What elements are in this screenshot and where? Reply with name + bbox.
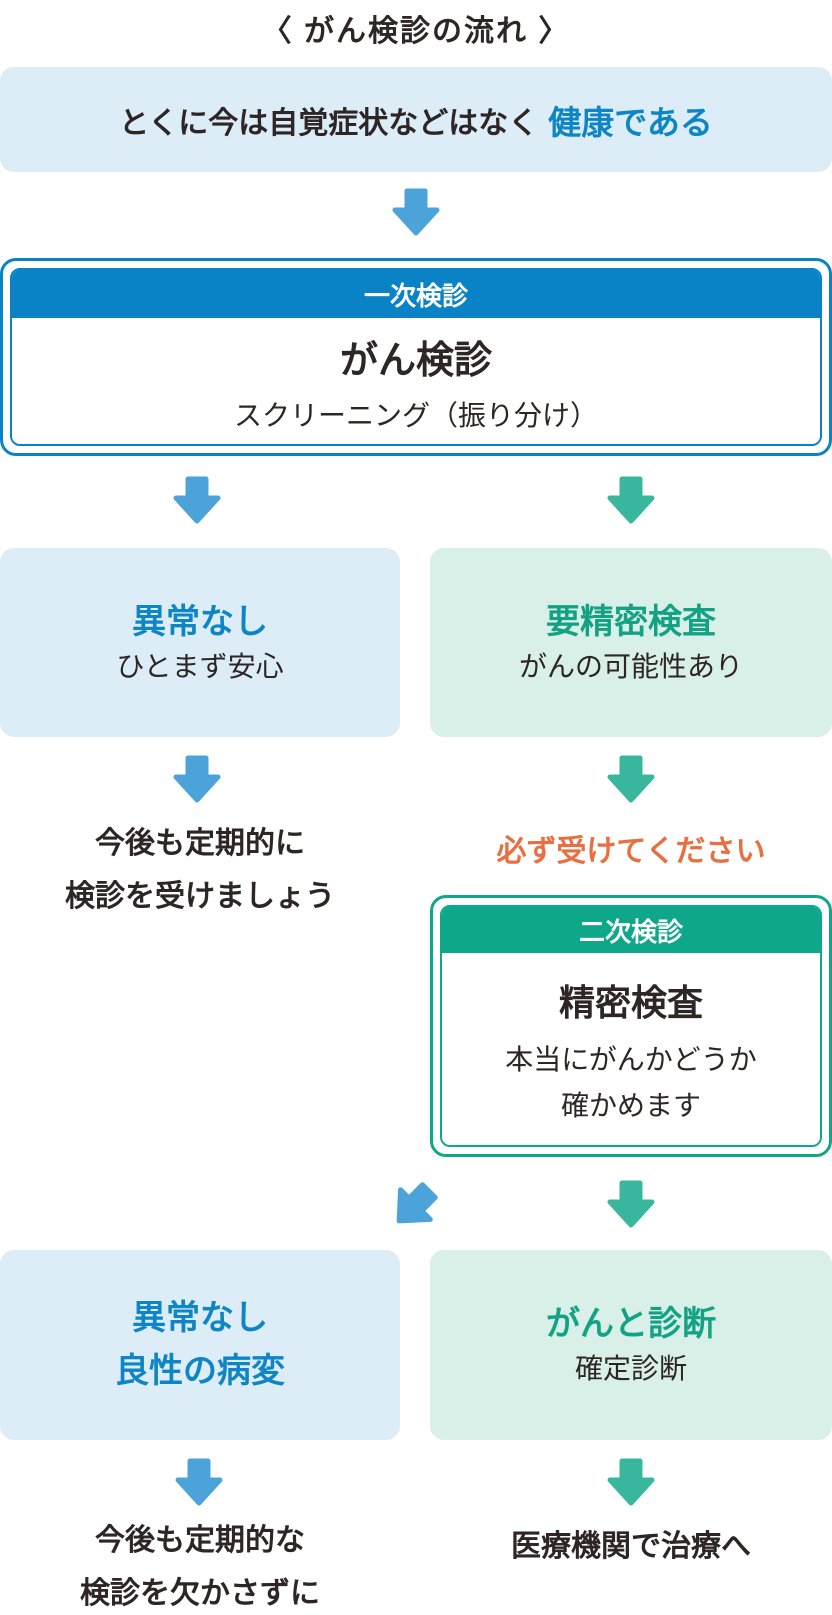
- note-keep-screening-line1: 今後も定期的な: [95, 1524, 305, 1557]
- down-arrow-icon: [605, 1180, 657, 1228]
- note-periodic-line1: 今後も定期的に: [95, 827, 305, 860]
- page-title: 〈 がん検診の流れ 〉: [261, 15, 571, 48]
- result-detailed-exam-box: 要精密検査 がんの可能性あり: [430, 548, 832, 737]
- note-keep-screening-line2: 検診を欠かさずに: [80, 1576, 320, 1610]
- down-arrow-icon: [605, 1458, 657, 1506]
- result-benign-title: 異常なし 良性の病変: [115, 1292, 285, 1397]
- note-periodic-screening: 今後も定期的に 検診を受けましょう: [0, 818, 400, 923]
- secondary-exam-inner: 二次検診 精密検査 本当にがんかどうか 確かめます: [440, 905, 822, 1147]
- note-periodic-line2: 検診を受けましょう: [65, 879, 335, 913]
- primary-exam-subtitle: スクリーニング（振り分け）: [233, 399, 598, 431]
- intro-box: とくに今は自覚症状などはなく 健康である: [0, 67, 832, 172]
- secondary-exam-subtitle-line1: 本当にがんかどうか: [505, 1044, 757, 1075]
- result-detailed-exam-subtitle: がんの可能性あり: [518, 650, 743, 682]
- result-no-abnormality-box: 異常なし ひとまず安心: [0, 548, 400, 737]
- down-arrow-icon: [171, 476, 223, 524]
- note-keep-screening: 今後も定期的な 検診を欠かさずに: [0, 1515, 400, 1615]
- down-arrow-icon: [605, 755, 657, 803]
- intro-text: とくに今は自覚症状などはなく: [119, 106, 539, 140]
- down-arrow-icon: [171, 755, 223, 803]
- warning-text: 必ず受けてください: [496, 835, 766, 868]
- result-benign-box: 異常なし 良性の病変: [0, 1250, 400, 1440]
- secondary-exam-box: 二次検診 精密検査 本当にがんかどうか 確かめます: [430, 895, 832, 1157]
- result-cancer-box: がんと診断 確定診断: [430, 1250, 832, 1440]
- primary-exam-title: がん検診: [339, 339, 492, 382]
- result-no-abnormality-subtitle: ひとまず安心: [116, 650, 284, 682]
- down-arrow-icon: [173, 1458, 225, 1506]
- primary-exam-body: がん検診 スクリーニング（振り分け）: [12, 318, 820, 444]
- diagonal-down-left-arrow-icon: [379, 1171, 450, 1242]
- result-cancer-title: がんと診断: [546, 1305, 716, 1343]
- note-treatment: 医療機関で治療へ: [511, 1530, 751, 1563]
- secondary-exam-title: 精密検査: [558, 982, 703, 1023]
- result-benign-line1: 異常なし: [132, 1299, 268, 1338]
- secondary-exam-body: 精密検査 本当にがんかどうか 確かめます: [442, 953, 820, 1145]
- down-arrow-icon: [605, 476, 657, 524]
- result-no-abnormality-title: 異常なし: [132, 602, 268, 641]
- down-arrow-icon: [390, 188, 442, 236]
- result-benign-line2: 良性の病変: [115, 1352, 285, 1390]
- secondary-exam-subtitle-line2: 確かめます: [560, 1090, 701, 1121]
- intro-highlight-healthy: 健康である: [548, 103, 713, 141]
- primary-exam-badge: 一次検診: [12, 270, 820, 318]
- primary-exam-inner: 一次検診 がん検診 スクリーニング（振り分け）: [10, 268, 822, 446]
- result-cancer-subtitle: 確定診断: [574, 1353, 687, 1384]
- secondary-exam-badge: 二次検診: [442, 907, 820, 953]
- result-detailed-exam-title: 要精密検査: [546, 602, 716, 641]
- primary-exam-box: 一次検診 がん検診 スクリーニング（振り分け）: [0, 258, 832, 456]
